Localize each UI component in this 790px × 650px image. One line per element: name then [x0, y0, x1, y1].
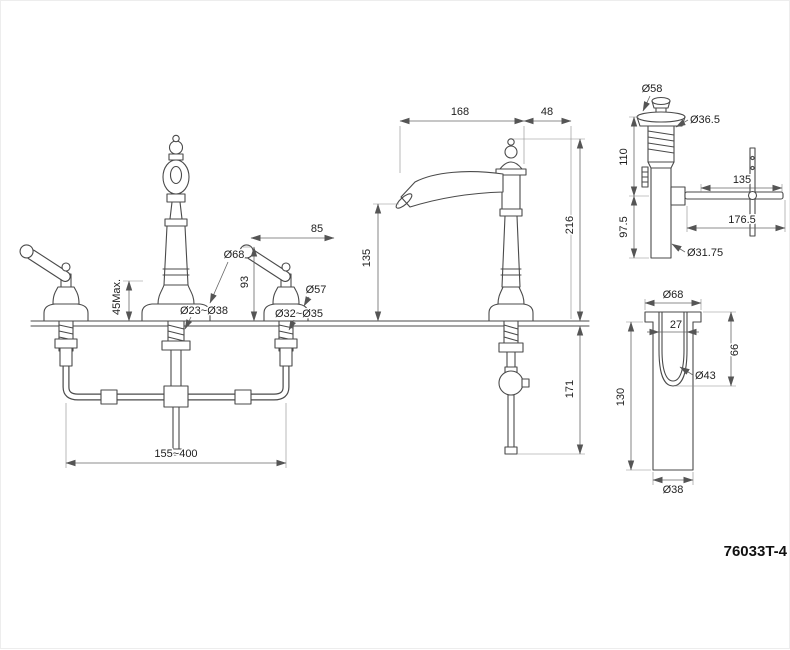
pop-up-drain: [636, 96, 784, 259]
dim-under-deck-depth: 171: [564, 380, 576, 398]
dim-tailpiece-dia: Ø31.75: [687, 247, 723, 259]
dim-spout-hole-dia: Ø23~Ø38: [180, 305, 228, 317]
dimension-labels: 85 Ø68 93 45Max. Ø57 Ø23~Ø38 Ø32~Ø35 155…: [110, 82, 758, 498]
dim-handle-spread: 155~400: [154, 448, 197, 460]
dim-drain-upper-length: 110: [618, 148, 630, 166]
waste-section-view: [644, 311, 702, 471]
model-number: 76033T-4: [724, 543, 788, 560]
dim-lever-length: 85: [311, 223, 323, 235]
left-valve-body: [54, 320, 78, 367]
dim-spout-reach: 168: [451, 106, 469, 118]
drain-assembly-view: [636, 96, 784, 259]
supply-hoses: [62, 360, 290, 405]
dim-overall-height: 216: [564, 216, 576, 234]
dim-handle-height: 93: [239, 276, 251, 288]
dim-waste-body-length: 130: [615, 388, 627, 406]
dim-drain-lower-length: 97.5: [618, 216, 630, 237]
dim-rod-length: 135: [733, 174, 751, 186]
dim-spout-escutcheon-dia: Ø68: [224, 249, 245, 261]
dim-waste-cup-depth: 66: [729, 344, 741, 356]
spout-side: [395, 138, 534, 322]
dim-waste-outlet-dia: Ø38: [663, 484, 684, 496]
dim-waste-flange-dia: Ø68: [663, 289, 684, 301]
dim-deck-thickness-max: 45Max.: [111, 279, 123, 315]
side-valve: [498, 320, 530, 455]
dimension-lines: [65, 95, 786, 485]
dim-handle-escutcheon-dia: Ø57: [306, 284, 327, 296]
front-view: [17, 134, 309, 456]
dim-waste-cup-dia: Ø43: [695, 370, 716, 382]
left-handle: [17, 241, 89, 322]
spout-front: [141, 134, 211, 322]
dim-rear-offset: 48: [541, 106, 553, 118]
side-view: [395, 138, 534, 455]
lift-rod: [747, 147, 758, 237]
dim-outlet-height: 135: [361, 249, 373, 267]
right-valve-body: [274, 320, 298, 367]
spout-shank: [161, 320, 191, 456]
dim-rod-overall-length: 176.5: [728, 214, 756, 226]
dim-handle-hole-dia: Ø32~Ø35: [275, 308, 323, 320]
dim-drain-body-dia: Ø36.5: [690, 114, 720, 126]
dim-drain-flange-dia: Ø58: [642, 83, 663, 95]
dim-waste-inner-opening: 27: [670, 319, 682, 331]
